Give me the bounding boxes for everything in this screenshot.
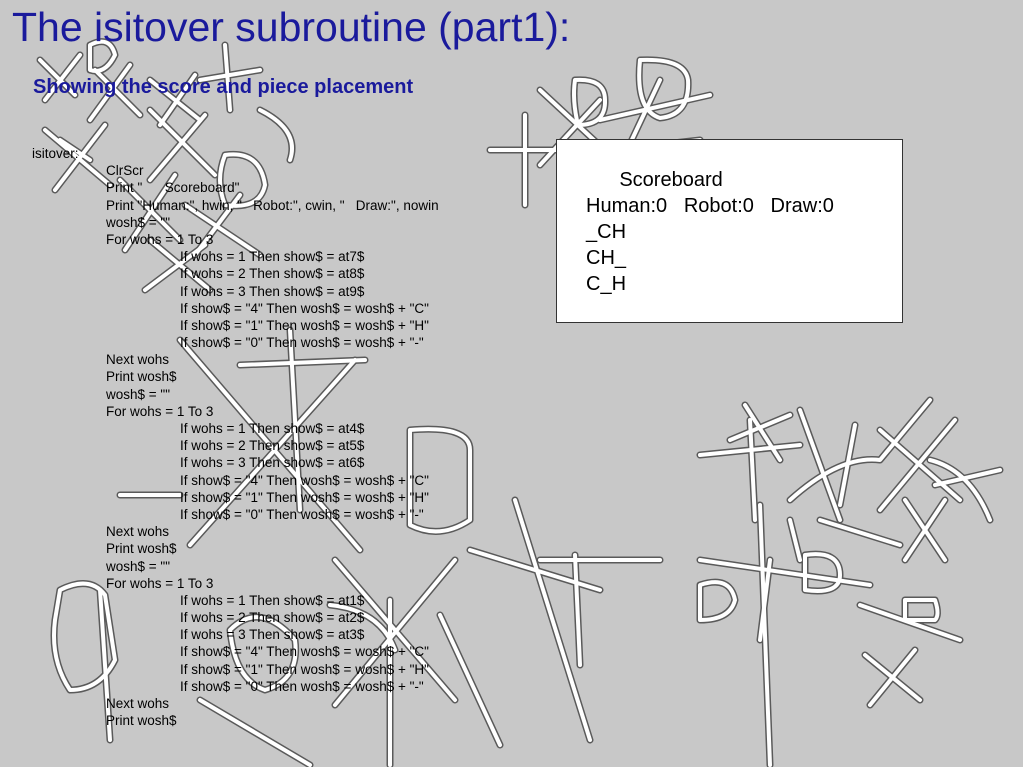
code-line: If wohs = 3 Then show$ = at6$	[180, 455, 365, 471]
doodle-stroke	[488, 113, 562, 207]
doodle-stroke	[637, 57, 691, 120]
doodle-stroke	[88, 63, 142, 122]
doodle-stroke	[858, 603, 962, 642]
code-line: Print wosh$	[106, 541, 177, 557]
doodle-stroke	[818, 518, 902, 547]
doodle-stroke	[903, 498, 947, 562]
code-line: If wohs = 2 Then show$ = at2$	[180, 610, 365, 626]
doodle-stroke	[333, 558, 457, 707]
code-line: If wohs = 3 Then show$ = at9$	[180, 283, 365, 299]
code-line: If wohs = 1 Then show$ = at1$	[180, 592, 365, 608]
doodle-stroke	[788, 398, 932, 502]
doodle-stroke-outline	[901, 596, 941, 624]
doodle-stroke	[468, 498, 602, 742]
doodle-stroke	[698, 558, 872, 642]
doodle-stroke	[258, 108, 294, 162]
code-line: If wohs = 2 Then show$ = at5$	[180, 438, 365, 454]
code-line: wosh$ = ""	[106, 214, 170, 230]
code-line: If wohs = 3 Then show$ = at3$	[180, 627, 365, 643]
scoreboard-output-window: Scoreboard Human:0 Robot:0 Draw:0 _CH CH…	[556, 139, 903, 323]
doodle-stroke	[438, 613, 502, 747]
code-line: If show$ = "4" Then wosh$ = wosh$ + "C"	[180, 644, 429, 660]
doodle-stroke	[328, 603, 397, 652]
code-line: If show$ = "4" Then wosh$ = wosh$ + "C"	[180, 300, 429, 316]
code-line: Next wohs	[106, 696, 170, 711]
doodle-stroke	[88, 39, 117, 73]
doodle-stroke	[178, 338, 362, 552]
code-line: If wohs = 1 Then show$ = at4$	[180, 421, 365, 436]
code-line: For wohs = 1 To 3	[106, 403, 214, 419]
doodle-stroke	[573, 553, 582, 667]
doodle-stroke	[238, 358, 367, 367]
code-line: ClrScr	[106, 163, 144, 179]
code-line: If show$ = "0" Then wosh$ = wosh$ + "-"	[180, 506, 424, 522]
code-line: isitover:	[32, 146, 79, 161]
code-line: If show$ = "1" Then wosh$ = wosh$ + "H"	[180, 489, 429, 505]
doodle-stroke	[803, 552, 842, 593]
doodle-stroke	[52, 581, 117, 692]
code-line: If show$ = "0" Then wosh$ = wosh$ + "-"	[180, 335, 424, 351]
doodle-stroke	[698, 580, 737, 622]
doodle-stroke	[798, 408, 857, 522]
code-line: If show$ = "1" Then wosh$ = wosh$ + "H"	[180, 317, 429, 333]
doodle-stroke	[288, 328, 302, 512]
code-line: If wohs = 1 Then show$ = at7$	[180, 249, 365, 265]
code-line: wosh$ = ""	[106, 386, 170, 402]
code-line: If show$ = "1" Then wosh$ = wosh$ + "H"	[180, 661, 429, 677]
doodle-stroke	[218, 152, 267, 208]
code-line: wosh$ = ""	[106, 558, 170, 574]
board-row-3: C_H	[586, 273, 627, 295]
doodle-stroke	[198, 698, 312, 767]
code-line: Print wosh$	[106, 713, 177, 729]
doodle-stroke	[698, 418, 802, 522]
scoreboard-score-line: Human:0 Robot:0 Draw:0	[586, 195, 834, 217]
doodle-stroke	[38, 53, 82, 102]
doodle-stroke	[903, 598, 940, 622]
scoreboard-heading: Scoreboard	[586, 169, 723, 191]
doodle-stroke	[198, 43, 262, 112]
doodle-stroke	[758, 503, 772, 767]
code-line: Print " Scoreboard"	[106, 180, 240, 196]
doodle-stroke	[228, 615, 298, 692]
doodle-stroke	[728, 403, 792, 462]
doodle-stroke	[43, 123, 112, 192]
code-line: Next wohs	[106, 352, 170, 368]
code-line: Print "Human:", hwin, " Robot:", cwin, "…	[106, 197, 439, 213]
code-line: If wohs = 2 Then show$ = at8$	[180, 266, 365, 282]
code-line: Print wosh$	[106, 369, 177, 385]
doodle-stroke	[408, 427, 472, 534]
code-line: For wohs = 1 To 3	[106, 575, 214, 591]
code-line: For wohs = 1 To 3	[106, 231, 214, 247]
board-row-1: _CH	[586, 221, 627, 243]
doodle-stroke	[863, 648, 922, 707]
doodle-stroke	[148, 73, 202, 127]
board-row-2: CH_	[586, 247, 627, 269]
doodle-stroke	[933, 468, 1002, 487]
code-line: Next wohs	[106, 524, 170, 540]
slide-title: The isitover subroutine (part1):	[12, 4, 571, 50]
doodle-stroke	[788, 518, 802, 562]
doodle-stroke	[58, 138, 92, 162]
doodle-stroke	[878, 418, 962, 512]
doodle-stroke	[98, 588, 112, 742]
code-line: If show$ = "4" Then wosh$ = wosh$ + "C"	[180, 472, 429, 488]
slide-subtitle: Showing the score and piece placement	[33, 76, 414, 98]
code-line: If show$ = "0" Then wosh$ = wosh$ + "-"	[180, 678, 424, 694]
doodle-stroke	[118, 173, 182, 252]
